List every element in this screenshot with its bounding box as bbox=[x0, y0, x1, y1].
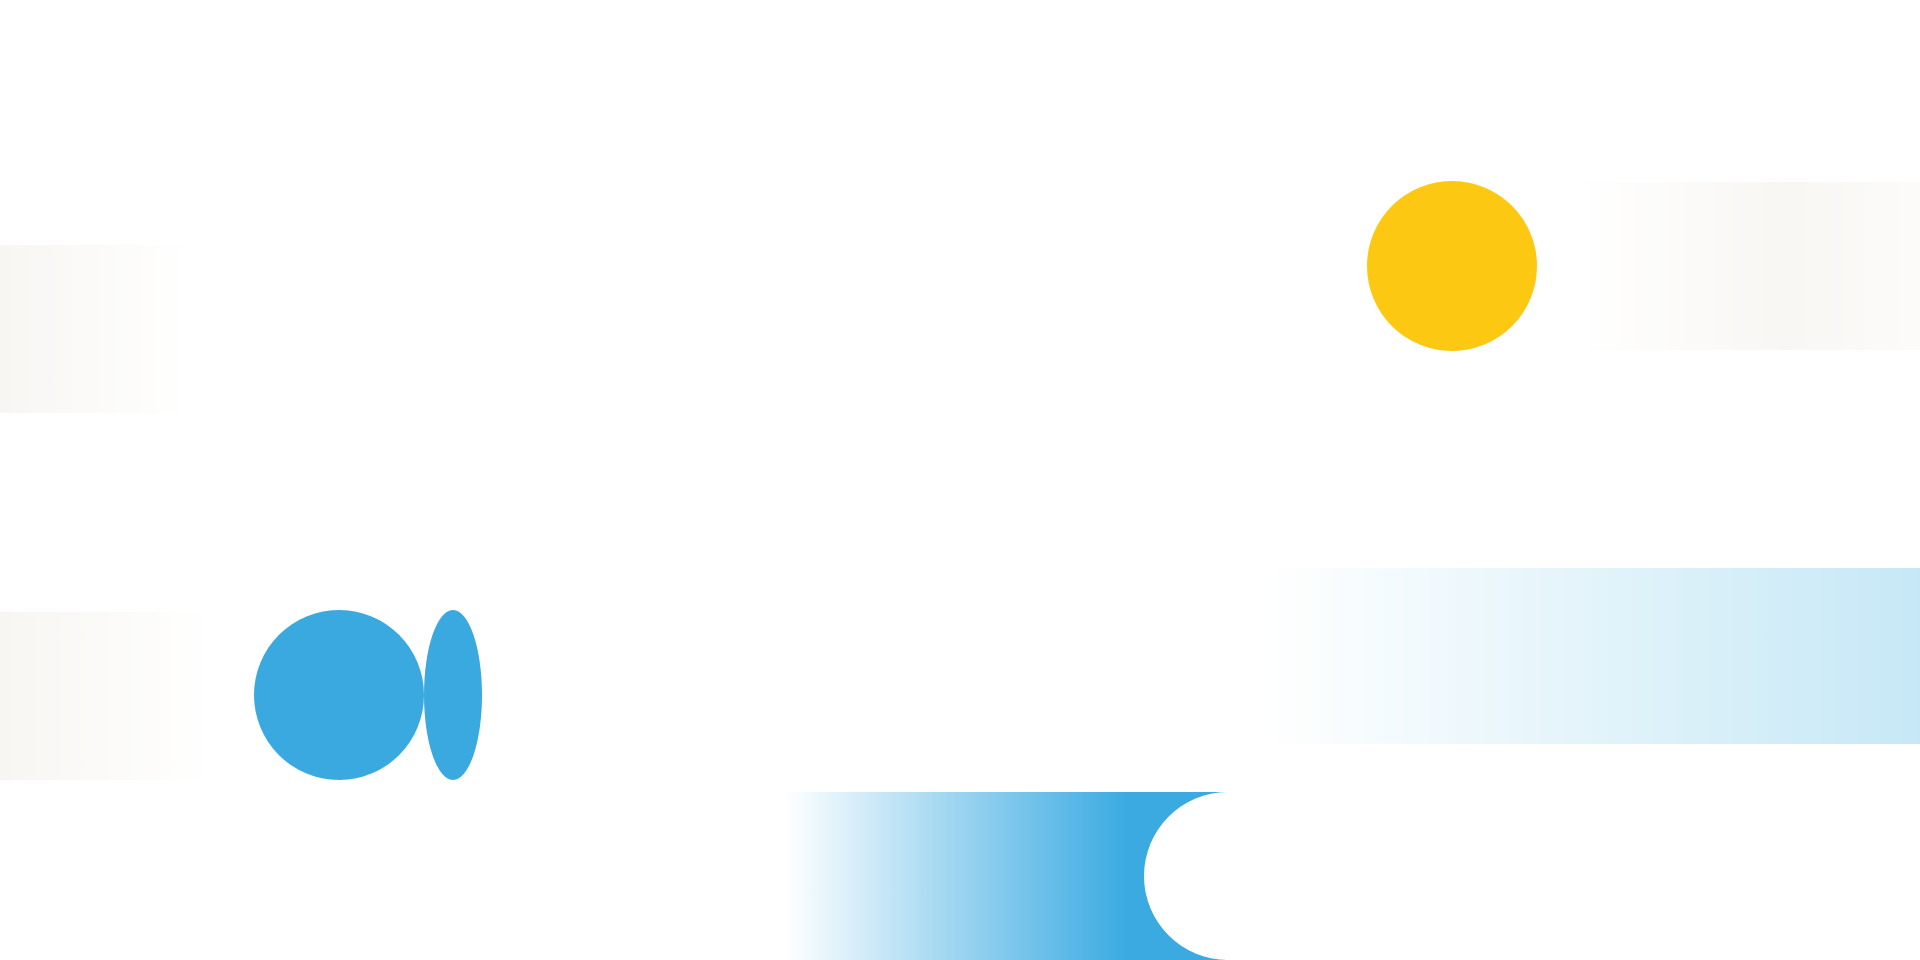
fade-panel-left-top bbox=[0, 245, 190, 413]
band-notch-cutout bbox=[1144, 792, 1312, 960]
fade-panel-right-top bbox=[1578, 182, 1920, 350]
yellow-circle bbox=[1367, 181, 1537, 351]
fade-panel-left-bottom bbox=[0, 612, 215, 780]
light-blue-gradient-band bbox=[1270, 568, 1920, 744]
blue-ellipse bbox=[424, 610, 482, 780]
blue-circle bbox=[254, 610, 424, 780]
